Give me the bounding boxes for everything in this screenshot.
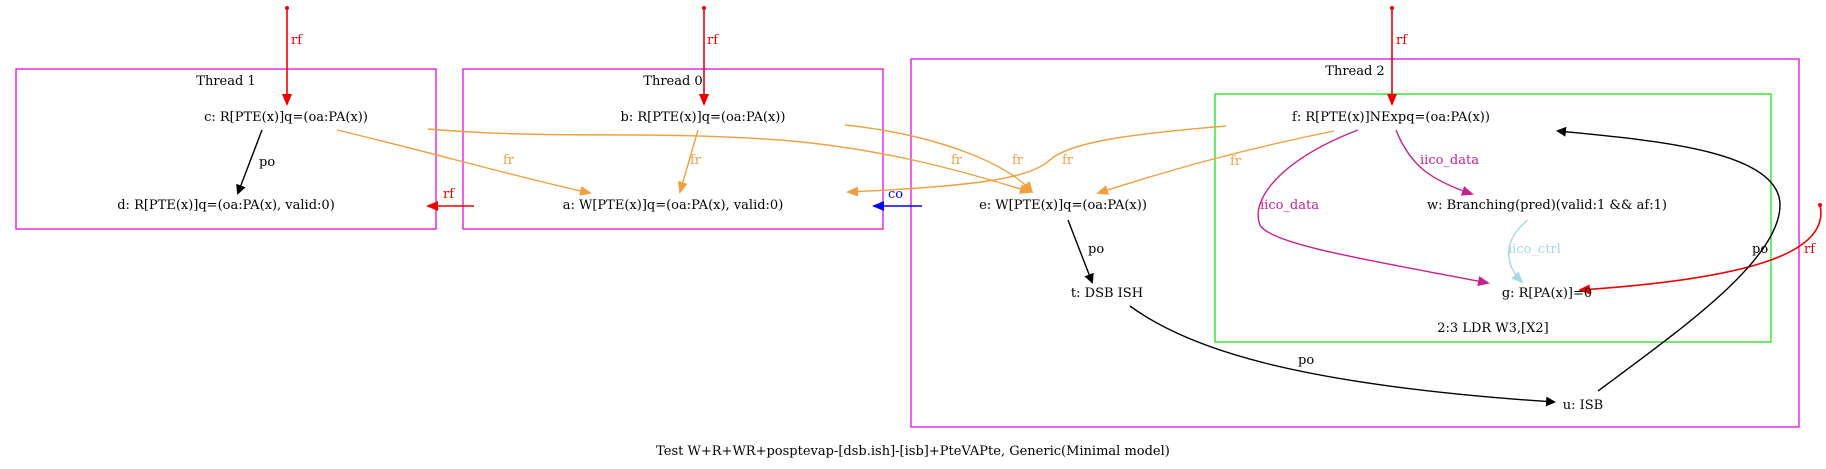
- cluster-label-inner: 2:3 LDR W3,[X2]: [1437, 321, 1548, 336]
- edge-fr-be: fr: [844, 124, 1034, 194]
- cluster-thread1: Thread 1: [15, 68, 437, 230]
- node-f: f: R[PTE(x)]NExpq=(oa:PA(x)): [1292, 110, 1490, 125]
- node-t: t: DSB ISH: [1071, 286, 1143, 301]
- node-u: u: ISB: [1563, 398, 1603, 413]
- edge-po-uf: po: [1556, 126, 1781, 392]
- graph-caption: Test W+R+WR+posptevap-[dsb.ish]-[isb]+Pt…: [656, 444, 1170, 459]
- cluster-inner-ldr: 2:3 LDR W3,[X2]: [1214, 93, 1772, 343]
- cluster-label-thread1: Thread 1: [196, 74, 255, 89]
- edge-rf-f: rf: [1387, 6, 1408, 106]
- edge-label-po-tu: po: [1298, 353, 1314, 368]
- edge-co-ea: co: [872, 187, 922, 211]
- cluster-thread0: Thread 0: [462, 68, 884, 230]
- edge-label-rf-d: rf: [443, 187, 455, 202]
- edge-label-fr-ba: fr: [690, 153, 702, 168]
- edge-label-iico-data-fw: iico_data: [1420, 153, 1479, 168]
- node-e: e: W[PTE(x)]q=(oa:PA(x)): [979, 198, 1147, 213]
- edge-label-po-et: po: [1088, 242, 1104, 257]
- edge-label-fr-ce: fr: [951, 153, 963, 168]
- edge-label-fr-be: fr: [1012, 153, 1024, 168]
- edge-label-po-uf: po: [1752, 242, 1768, 257]
- cluster-label-thread2: Thread 2: [1325, 64, 1384, 79]
- edge-rf-g: rf: [1578, 203, 1822, 295]
- node-b: b: R[PTE(x)]q=(oa:PA(x)): [621, 110, 786, 125]
- edge-rf-d: rf: [426, 187, 474, 211]
- edge-label-rf-g: rf: [1804, 242, 1816, 257]
- edge-label-rf-c: rf: [291, 33, 303, 48]
- edge-label-co-ea: co: [888, 187, 903, 202]
- edge-fr-fe: fr: [1096, 130, 1335, 195]
- edge-fr-fa: fr: [846, 125, 1227, 197]
- edge-rf-c: rf: [282, 6, 303, 106]
- edge-label-fr-fe: fr: [1230, 154, 1242, 169]
- edge-iico-data-fg: iico_data: [1257, 129, 1490, 286]
- edge-fr-ce: fr: [427, 128, 1032, 194]
- cluster-label-thread0: Thread 0: [643, 74, 702, 89]
- edge-label-rf-f: rf: [1396, 33, 1408, 48]
- edge-label-iico-data-fg: iico_data: [1260, 198, 1319, 213]
- edge-fr-ca: fr: [336, 129, 592, 196]
- cluster-thread2: Thread 2: [910, 58, 1800, 428]
- edge-fr-ba: fr: [677, 129, 702, 194]
- edge-iico-data-fw: iico_data: [1395, 129, 1479, 196]
- edge-label-fr-fa: fr: [1062, 153, 1074, 168]
- node-d: d: R[PTE(x)]q=(oa:PA(x), valid:0): [117, 198, 335, 213]
- edge-iico-ctrl-wg: iico_ctrl: [1508, 219, 1561, 284]
- edge-label-iico-ctrl-wg: iico_ctrl: [1508, 242, 1561, 257]
- node-g: g: R[PA(x)]=0: [1502, 286, 1592, 301]
- edge-po-tu: po: [1129, 305, 1556, 407]
- edge-label-rf-b: rf: [707, 33, 719, 48]
- node-w: w: Branching(pred)(valid:1 && af:1): [1427, 198, 1667, 213]
- edge-label-fr-ca: fr: [503, 153, 515, 168]
- edge-po-et: po: [1067, 219, 1104, 284]
- node-c: c: R[PTE(x)]q=(oa:PA(x)): [204, 110, 368, 125]
- edge-rf-b: rf: [699, 6, 719, 106]
- edge-label-po-cd: po: [259, 155, 275, 170]
- node-a: a: W[PTE(x)]q=(oa:PA(x), valid:0): [563, 198, 784, 213]
- edge-po-cd: po: [236, 129, 275, 195]
